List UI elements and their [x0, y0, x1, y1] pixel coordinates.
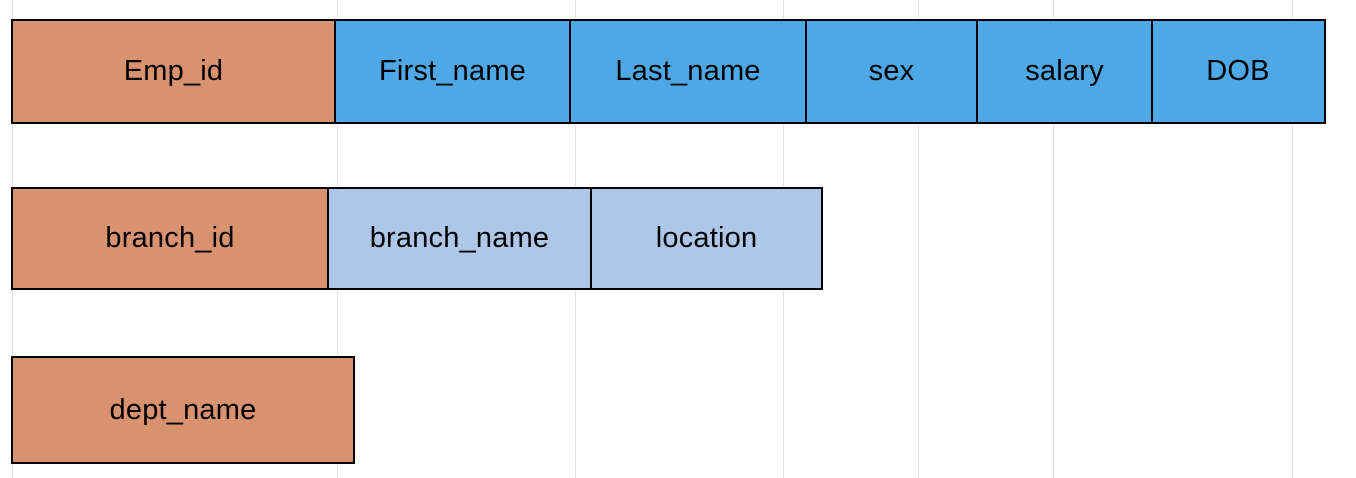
field-cell-dob[interactable]: DOB	[1150, 19, 1326, 124]
field-cell-last-name[interactable]: Last_name	[569, 19, 807, 124]
gridline-vertical-6	[1292, 0, 1293, 478]
department-table: dept_name	[11, 356, 355, 464]
field-cell-salary[interactable]: salary	[976, 19, 1153, 124]
field-cell-branch-name[interactable]: branch_name	[326, 187, 593, 290]
gridline-vertical-5	[1053, 0, 1054, 478]
field-cell-sex[interactable]: sex	[804, 19, 979, 124]
field-cell-dept-name[interactable]: dept_name	[11, 356, 355, 464]
field-cell-location[interactable]: location	[590, 187, 823, 290]
field-cell-first-name[interactable]: First_name	[333, 19, 572, 124]
field-cell-emp-id[interactable]: Emp_id	[11, 19, 336, 124]
field-cell-branch-id[interactable]: branch_id	[11, 187, 329, 290]
gridline-vertical-4	[918, 0, 919, 478]
